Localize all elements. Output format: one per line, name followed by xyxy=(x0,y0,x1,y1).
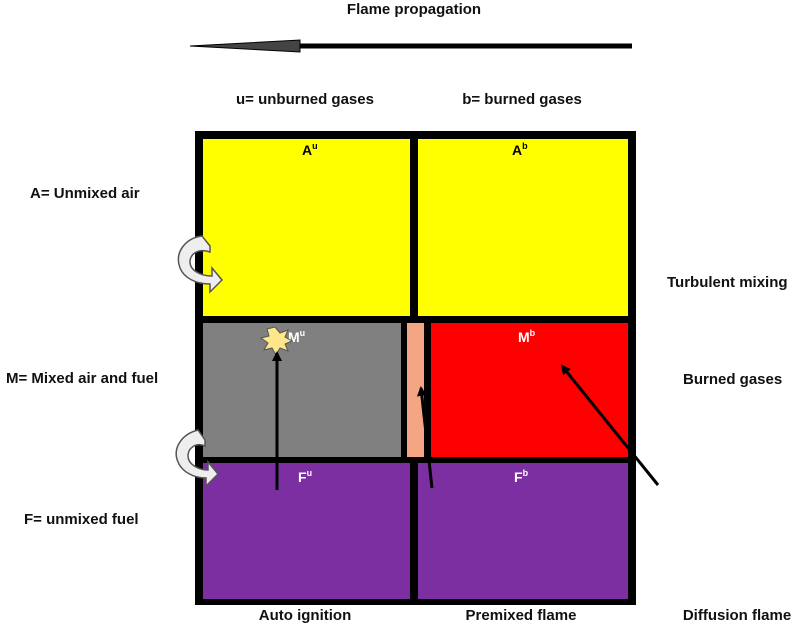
row-label-mixed: M= Mixed air and fuel xyxy=(6,370,158,387)
cell-mixed-unburned xyxy=(201,321,403,459)
cell-mixed-burned xyxy=(429,321,630,459)
bottom-label-diffusion-flame: Diffusion flame xyxy=(683,607,791,624)
cell-label-mixed-unburned: Mu xyxy=(288,328,305,345)
cell-fuel-burned xyxy=(416,461,630,601)
side-label-turbulent-mixing: Turbulent mixing xyxy=(667,274,788,291)
turbulent-mixing-curl-icon-lower xyxy=(175,429,220,488)
title: Flame propagation xyxy=(347,1,481,18)
cell-label-mixed-burned: Mb xyxy=(518,328,536,345)
propagation-arrow xyxy=(189,39,632,53)
cell-air-burned xyxy=(416,137,630,318)
column-header-unburned: u= unburned gases xyxy=(236,91,374,108)
row-label-air: A= Unmixed air xyxy=(30,185,140,202)
bottom-label-premixed-flame: Premixed flame xyxy=(466,607,577,624)
row-label-fuel: F= unmixed fuel xyxy=(24,511,139,528)
side-label-burned-gases: Burned gases xyxy=(683,371,782,388)
cell-label-air-burned: Ab xyxy=(512,141,528,158)
turbulent-mixing-curl-icon-upper xyxy=(177,235,224,294)
column-header-burned: b= burned gases xyxy=(462,91,582,108)
cell-label-fuel-unburned: Fu xyxy=(298,468,312,485)
premixed-flame-arrow xyxy=(416,386,434,489)
cell-fuel-unburned xyxy=(201,461,412,601)
cell-label-air-unburned: Au xyxy=(302,141,318,158)
cell-air-unburned xyxy=(201,137,412,318)
diffusion-flame-arrow xyxy=(560,364,660,486)
bottom-label-auto-ignition: Auto ignition xyxy=(259,607,351,624)
cell-label-fuel-burned: Fb xyxy=(514,468,529,485)
